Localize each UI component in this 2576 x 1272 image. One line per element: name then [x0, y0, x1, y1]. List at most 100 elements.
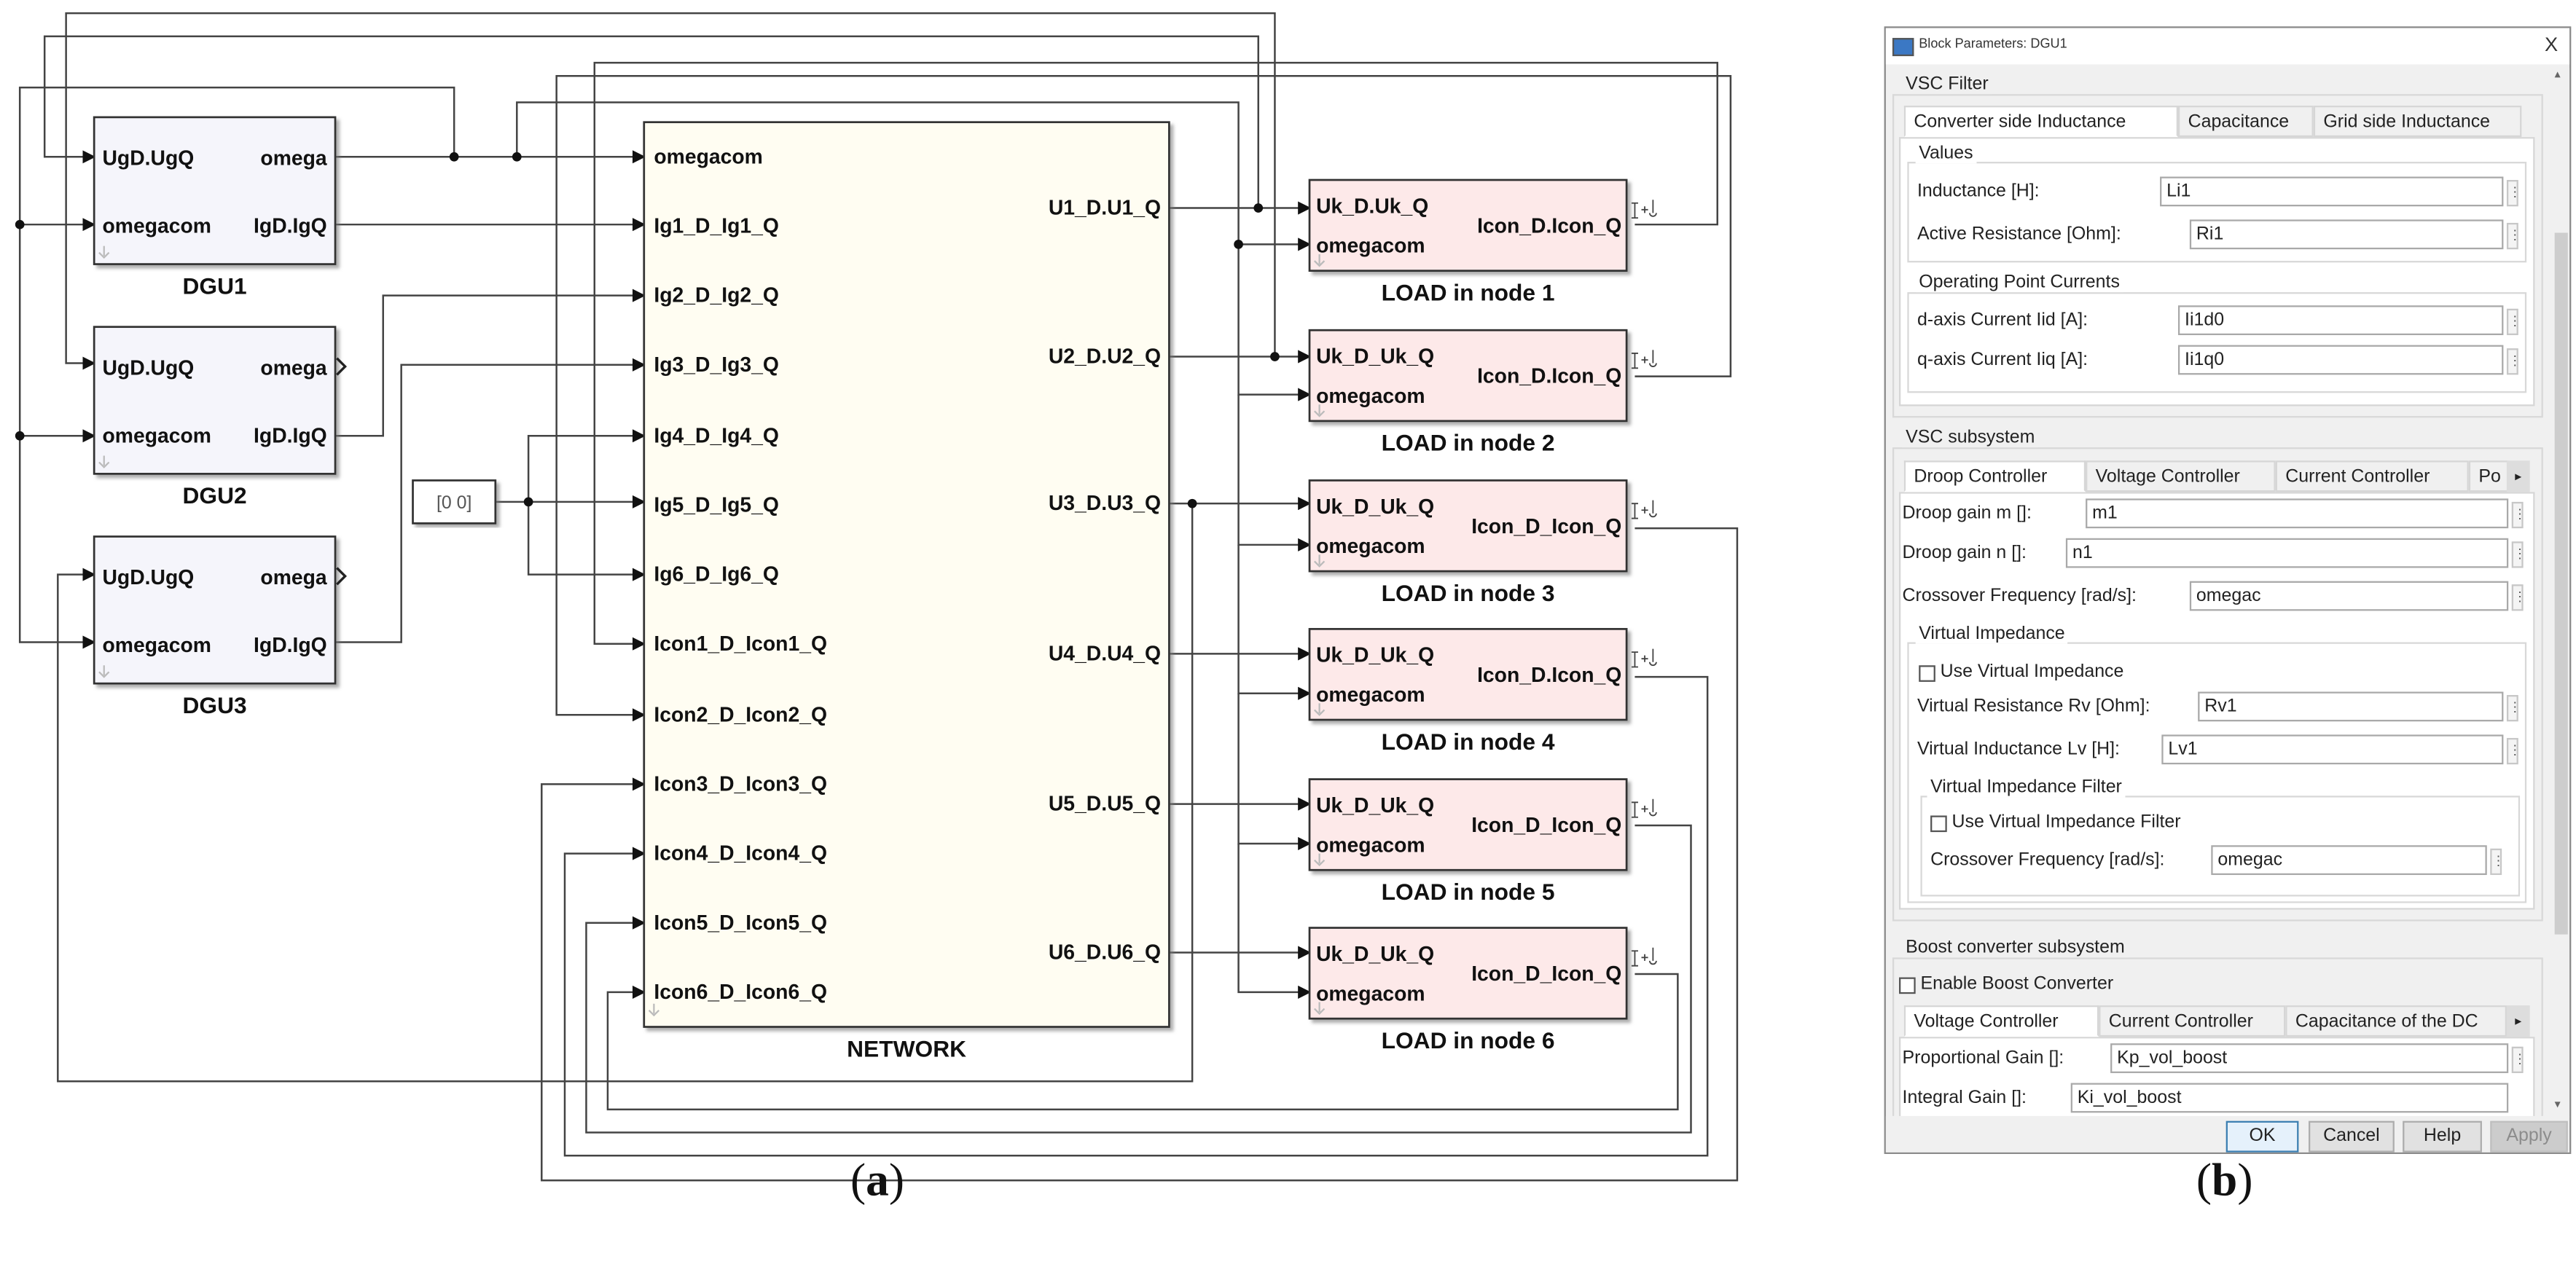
block-body[interactable]: [1308, 927, 1628, 1020]
down-arrow-icon: [1314, 554, 1326, 568]
tab-converter-side-inductance[interactable]: Converter side Inductance: [1903, 106, 2178, 138]
crossover-frequency-field[interactable]: omegac: [2189, 581, 2509, 611]
block-body[interactable]: [93, 326, 337, 475]
junction-dots: [15, 152, 1280, 509]
tab-grid-side-inductance[interactable]: Grid side Inductance: [2313, 106, 2522, 138]
integral-gain-field[interactable]: Ki_vol_boost: [2070, 1083, 2509, 1113]
input-port-label: Icon4_D_Icon4_Q: [654, 842, 827, 865]
virtual-inductance-field[interactable]: Lv1: [2161, 734, 2504, 765]
use-virtual-impedance-filter-checkbox[interactable]: [1930, 815, 1947, 833]
values-legend: Values: [1915, 144, 1977, 164]
more-options-icon[interactable]: ⋮: [2506, 308, 2521, 336]
proportional-gain-label: Proportional Gain []:: [1902, 1048, 2064, 1069]
operating-point-group: [1907, 292, 2527, 393]
q-axis-current-field[interactable]: Ii1q0: [2177, 345, 2504, 375]
enable-boost-converter-checkbox[interactable]: [1899, 977, 1916, 994]
block-name: LOAD in node 5: [1382, 879, 1555, 905]
down-arrow-icon: [1314, 703, 1326, 716]
virtual-impedance-legend: Virtual Impedance: [1915, 624, 2069, 644]
more-options-icon[interactable]: ⋮: [2506, 695, 2521, 722]
droop-gain-n-label: Droop gain n []:: [1902, 543, 2027, 563]
use-virtual-impedance-checkbox[interactable]: [1919, 665, 1935, 682]
tab-boost-voltage-controller[interactable]: Voltage Controller: [1903, 1005, 2099, 1037]
tab-capacitance[interactable]: Capacitance: [2177, 106, 2314, 138]
junction-dot: [512, 152, 522, 162]
proportional-gain-field[interactable]: Kp_vol_boost: [2110, 1043, 2509, 1073]
tab-current-controller[interactable]: Current Controller: [2275, 460, 2469, 492]
block-body[interactable]: [1308, 178, 1628, 272]
junction-dot: [1270, 352, 1280, 361]
block-body[interactable]: [1308, 329, 1628, 423]
help-button[interactable]: Help: [2403, 1120, 2482, 1153]
inductance-field[interactable]: Li1: [2160, 176, 2504, 207]
tab-power[interactable]: Po: [2468, 460, 2509, 492]
more-options-icon[interactable]: ⋮: [2506, 737, 2521, 765]
input-port-label: Ig6_D_Ig6_Q: [654, 563, 779, 586]
down-arrow-icon: [98, 665, 110, 678]
wire: [335, 288, 646, 437]
input-port-label: Icon3_D_Icon3_Q: [654, 772, 827, 796]
cancel-button[interactable]: Cancel: [2309, 1120, 2395, 1153]
more-options-icon[interactable]: ⋮: [2511, 541, 2526, 568]
block-name: DGU1: [183, 272, 247, 299]
d-axis-current-field[interactable]: Ii1d0: [2177, 305, 2504, 336]
scrollbar-thumb[interactable]: [2554, 232, 2568, 935]
virtual-resistance-field[interactable]: Rv1: [2198, 691, 2504, 722]
more-options-icon[interactable]: ⋮: [2506, 348, 2521, 375]
output-port-label: omega: [260, 147, 327, 170]
title-bar[interactable]: Block Parameters: DGU1 X: [1885, 28, 2570, 65]
block-body[interactable]: [93, 535, 337, 685]
input-port-label: Uk_D_Uk_Q: [1316, 644, 1434, 667]
close-icon[interactable]: X: [2545, 33, 2559, 57]
network-block[interactable]: omegacomIg1_D_Ig1_QIg2_D_Ig2_QIg3_D_Ig3_…: [643, 121, 1170, 1062]
block-body[interactable]: [1308, 628, 1628, 721]
output-port-label: IgD.IgQ: [254, 215, 327, 238]
block-body[interactable]: [1308, 778, 1628, 871]
wire: [585, 824, 1692, 1134]
more-options-icon[interactable]: ⋮: [2511, 584, 2526, 611]
tab-droop-controller[interactable]: Droop Controller: [1903, 460, 2086, 492]
block-body[interactable]: [93, 116, 337, 265]
more-options-icon[interactable]: ⋮: [2511, 1046, 2526, 1073]
tab-boost-current-controller[interactable]: Current Controller: [2099, 1005, 2286, 1037]
tab-voltage-controller[interactable]: Voltage Controller: [2086, 460, 2276, 492]
ok-button[interactable]: OK: [2225, 1120, 2299, 1153]
wire: [606, 973, 1679, 1111]
input-port-label: Icon5_D_Icon5_Q: [654, 911, 827, 935]
more-options-icon[interactable]: ⋮: [2490, 848, 2505, 876]
more-options-icon[interactable]: ⋮: [2506, 222, 2521, 250]
wire: [527, 429, 646, 502]
tab-capacitance-dc[interactable]: Capacitance of the DC: [2285, 1005, 2507, 1037]
more-options-icon[interactable]: ⋮: [2511, 501, 2526, 529]
block-parameters-dialog: Block Parameters: DGU1 X ▴ ▾ VSC Filter …: [1884, 26, 2572, 1155]
more-options-icon[interactable]: ⋮: [2506, 180, 2521, 207]
block-body[interactable]: [412, 479, 497, 525]
filter-crossover-frequency-field[interactable]: omegac: [2211, 845, 2487, 876]
active-resistance-field[interactable]: Ri1: [2189, 219, 2504, 250]
vertical-scrollbar[interactable]: ▴ ▾: [2551, 67, 2570, 1118]
constant-block[interactable]: [0 0]: [412, 479, 497, 525]
scroll-up-arrow-icon[interactable]: ▴: [2554, 69, 2561, 82]
droop-gain-m-field[interactable]: m1: [2086, 498, 2509, 529]
current-source-icon: [1631, 947, 1657, 967]
tab-scroll-arrow-icon[interactable]: ▸: [2506, 460, 2530, 492]
droop-gain-n-field[interactable]: n1: [2065, 538, 2509, 568]
down-arrow-icon: [98, 246, 110, 259]
block-body[interactable]: [643, 121, 1170, 1028]
scroll-down-arrow-icon[interactable]: ▾: [2554, 1099, 2561, 1112]
apply-button[interactable]: Apply: [2490, 1120, 2568, 1153]
down-arrow-icon: [1314, 404, 1326, 417]
block-body[interactable]: [1308, 479, 1628, 573]
down-arrow-icon: [1314, 853, 1326, 867]
tab-scroll-arrow-icon[interactable]: ▸: [2506, 1005, 2530, 1037]
wire: [563, 675, 1709, 1157]
